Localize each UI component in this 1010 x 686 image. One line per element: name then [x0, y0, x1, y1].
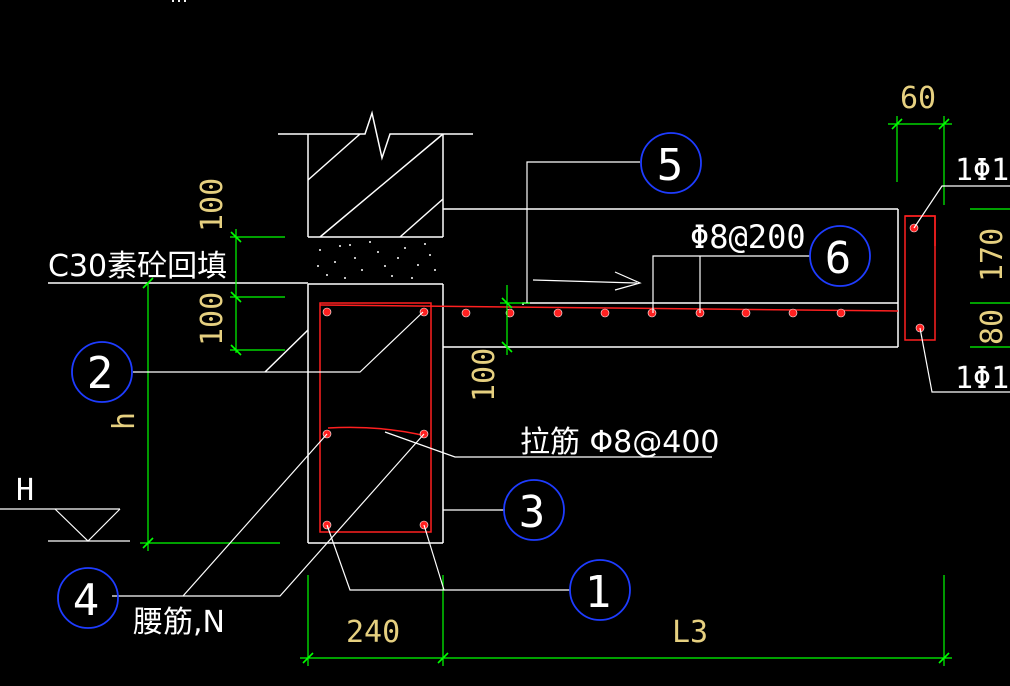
dim-240: 240 [346, 615, 400, 650]
backfill-label: C30素砼回填 [48, 249, 227, 284]
callout-label-2: 2 [87, 348, 114, 399]
dimension-lines [140, 116, 1010, 666]
callout-label-1: 1 [585, 567, 612, 618]
leader-lines [0, 161, 1010, 597]
dimension-text: 60 240 L3 100 100 100 h 170 80 [107, 81, 1010, 650]
callout-label-6: 6 [825, 233, 852, 284]
dim-100-right: 100 [467, 348, 502, 402]
callout-circle-6[interactable] [809, 225, 871, 287]
concrete-infill-hatch [317, 241, 436, 279]
callout-label-5: 5 [657, 140, 684, 191]
callout-circle-4[interactable] [57, 567, 119, 629]
dim-L3: L3 [672, 615, 708, 650]
callout-circle-5[interactable] [640, 132, 702, 194]
dim-100-top: 100 [195, 178, 230, 232]
tie-bar-label: 拉筋 Φ8@400 [520, 425, 720, 460]
callout-label-4: 4 [73, 575, 100, 626]
dimension-ticks [142, 118, 950, 664]
rebar-dots [322, 223, 925, 530]
callout-group [57, 132, 871, 629]
structure-outline [48, 110, 899, 544]
callout-circle-3[interactable] [503, 479, 565, 541]
callout-circle-2[interactable] [71, 341, 133, 403]
drawing-title-cut: … [170, 0, 188, 7]
dim-100-mid: 100 [195, 292, 230, 346]
callout-circle-1[interactable] [569, 559, 631, 621]
dim-60: 60 [900, 81, 936, 116]
rebar-top-right-label: 1Φ12 [955, 153, 1010, 188]
waist-bar-label: 腰筋,N [133, 605, 225, 640]
dim-height-h: h [107, 412, 142, 430]
dim-170: 170 [975, 228, 1010, 282]
callout-labels: 2 5 6 3 1 4 [73, 140, 852, 626]
rebar-bottom-right-label: 1Φ12 [955, 361, 1010, 396]
level-mark-h: H [16, 473, 34, 508]
stirrup-top-label: Φ8@200 [690, 218, 806, 256]
annotation-text: C30素砼回填 Φ8@200 拉筋 Φ8@400 腰筋,N 1Φ12 1Φ12 … [16, 153, 1010, 640]
rebar-cage [319, 215, 936, 533]
callout-label-3: 3 [519, 487, 546, 538]
dim-80: 80 [975, 309, 1010, 345]
